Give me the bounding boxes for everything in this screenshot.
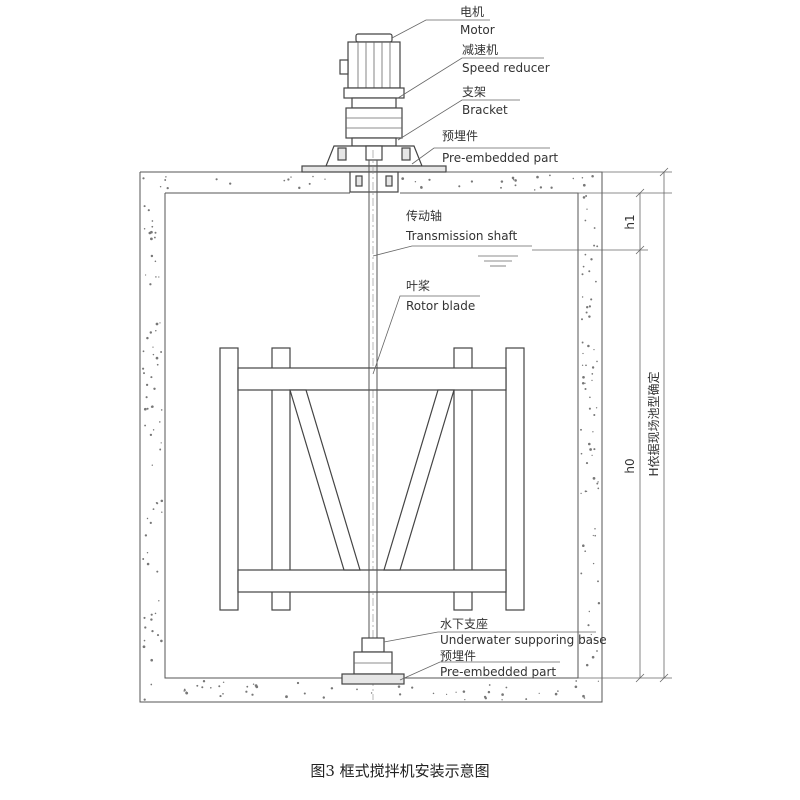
- motor: [339, 33, 405, 99]
- embed-bottom-label-cn: 预埋件: [440, 649, 476, 663]
- dim-H-label: H依据现场池型确定: [646, 371, 661, 476]
- reducer-label-cn: 减速机: [462, 43, 498, 57]
- motor-label-cn: 电机: [460, 5, 484, 19]
- water-level-symbol: [478, 255, 518, 267]
- dimension-labels: h1 h0 H依据现场池型确定: [623, 214, 661, 476]
- shaft-label-cn: 传动轴: [406, 208, 442, 223]
- blade-crossbar-bottom: [237, 569, 507, 593]
- base-label-cn: 水下支座: [440, 616, 488, 631]
- blade-post-far-right: [505, 347, 525, 611]
- embed-top-label-en: Pre-embedded part: [442, 151, 558, 165]
- reducer-label-en: Speed reducer: [462, 61, 550, 75]
- blade-label-cn: 叶桨: [406, 279, 430, 293]
- bracket-label-en: Bracket: [462, 103, 508, 117]
- underwater-support-base: [353, 637, 393, 675]
- transmission-shaft: [368, 150, 378, 700]
- figure-caption: 图3 框式搅拌机安装示意图: [310, 762, 489, 780]
- dimension-lines: [400, 167, 672, 683]
- blade-post-far-left: [219, 347, 239, 611]
- bracket-label-cn: 支架: [462, 85, 486, 99]
- rotor-blade-frame: [219, 347, 525, 611]
- blade-crossbar-top: [237, 367, 507, 391]
- shaft-label-en: Transmission shaft: [405, 229, 518, 243]
- dim-h1-label: h1: [623, 214, 637, 229]
- blade-post-inner-left: [271, 347, 291, 611]
- leader-lines: [372, 19, 596, 681]
- tank-outer-wall: [139, 171, 603, 703]
- blade-post-inner-right: [453, 347, 473, 611]
- component-labels: 电机 Motor 减速机 Speed reducer 支架 Bracket 预埋…: [405, 5, 607, 679]
- embed-top-label-cn: 预埋件: [442, 129, 478, 143]
- blade-diagonal-right: [383, 389, 455, 571]
- blade-diagonal-left: [289, 389, 361, 571]
- concrete-texture: [142, 174, 601, 701]
- embed-bottom-label-en: Pre-embedded part: [440, 665, 556, 679]
- tank-walls: [139, 171, 603, 703]
- pre-embedded-part-bottom: [341, 673, 405, 685]
- pre-embedded-part-top: [301, 165, 447, 193]
- base-label-en: Underwater supporing base: [440, 633, 607, 647]
- blade-label-en: Rotor blade: [406, 299, 475, 313]
- speed-reducer: [345, 97, 403, 147]
- dim-h0-label: h0: [623, 458, 637, 473]
- bracket: [325, 145, 423, 167]
- motor-label-en: Motor: [460, 23, 495, 37]
